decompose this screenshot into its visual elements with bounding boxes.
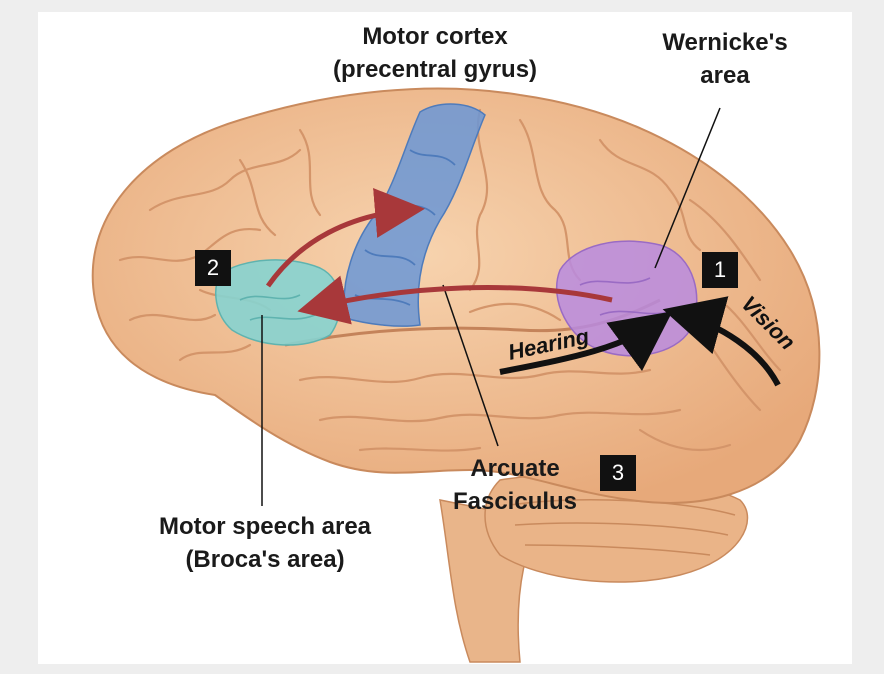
marker-1: 1 [702, 252, 738, 288]
broca-label: Motor speech area (Broca's area) [158, 513, 372, 573]
hearing-arrow [499, 311, 673, 375]
broca-to-motor-arrow [265, 188, 425, 288]
vision-arrow [662, 296, 781, 387]
wernicke-pointer-line [654, 107, 721, 269]
motor-cortex-label: Motor cortex (precentral gyrus) [332, 23, 538, 83]
cerebrum [91, 87, 821, 504]
arcuate-pointer-line [442, 284, 499, 447]
marker-3: 3 [600, 455, 636, 491]
wernicke-to-broca-arrow [297, 275, 613, 325]
arcuate-label: Arcuate Fasciculus [452, 455, 578, 515]
gyri-folds [118, 108, 782, 452]
wernicke-label: Wernicke's area [662, 29, 788, 89]
marker-2: 2 [195, 250, 231, 286]
